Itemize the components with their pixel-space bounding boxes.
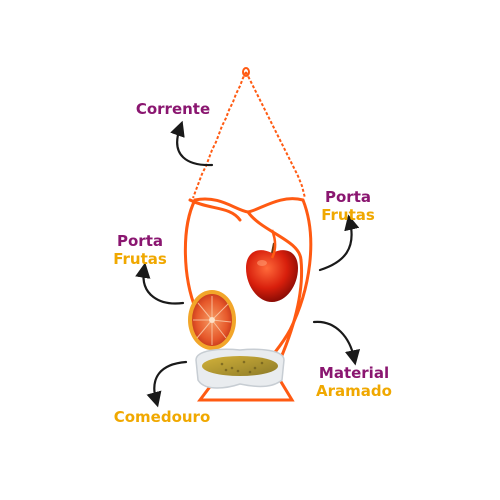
annotation-arrows (135, 120, 361, 408)
hanging-chain (192, 67, 306, 199)
seed-dish (195, 348, 285, 389)
label-porta-frutas-right: Porta Frutas (316, 188, 380, 224)
label-material-line1: Material (318, 364, 390, 382)
arrow-comedouro (146, 360, 188, 408)
label-porta-right-line2: Frutas (321, 206, 375, 224)
apple-fruit (246, 229, 298, 302)
arrow-porta-frutas-right (318, 214, 360, 272)
arrow-material-aramado (312, 320, 361, 366)
label-porta-left-line1: Porta (117, 232, 163, 250)
orange-half-fruit (188, 290, 236, 350)
label-material-aramado: Material Aramado (306, 364, 402, 400)
label-porta-right-line1: Porta (325, 188, 371, 206)
arrow-porta-frutas-left (135, 262, 185, 305)
label-corrente: Corrente (135, 100, 211, 118)
label-material-line2: Aramado (316, 382, 392, 400)
label-comedouro: Comedouro (113, 408, 211, 426)
label-porta-left-line2: Frutas (113, 250, 167, 268)
arrow-corrente (170, 120, 214, 167)
label-porta-frutas-left: Porta Frutas (108, 232, 172, 268)
